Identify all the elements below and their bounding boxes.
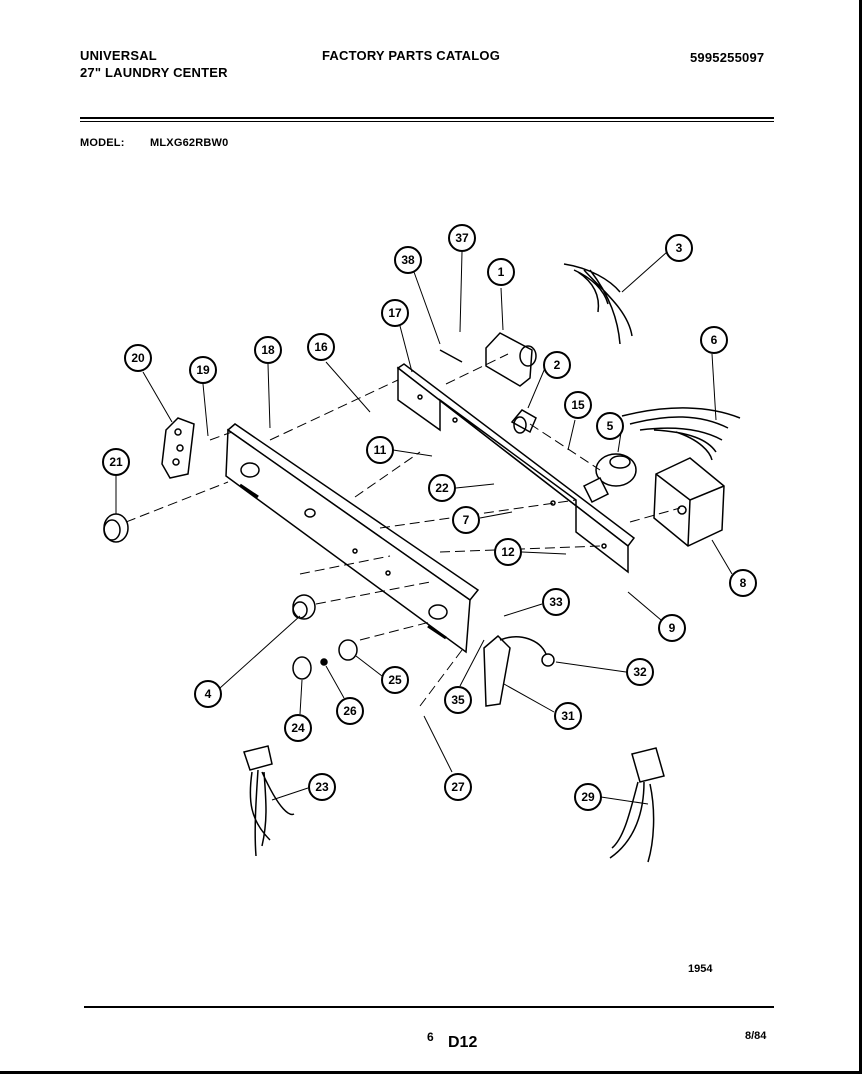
svg-text:6: 6 bbox=[711, 333, 718, 347]
catalog-title: FACTORY PARTS CATALOG bbox=[322, 48, 501, 63]
callout-23: 23 bbox=[271, 773, 336, 801]
svg-text:35: 35 bbox=[451, 693, 465, 707]
header-rule-thin bbox=[80, 121, 774, 122]
svg-text:12: 12 bbox=[501, 545, 515, 559]
callout-4: 4 bbox=[194, 615, 301, 708]
callout-25: 25 bbox=[355, 655, 409, 694]
catalog-date: 8/84 bbox=[745, 1030, 767, 1042]
svg-text:20: 20 bbox=[131, 351, 145, 365]
svg-text:29: 29 bbox=[581, 790, 595, 804]
svg-text:21: 21 bbox=[109, 455, 123, 469]
knob-part-4 bbox=[292, 594, 316, 620]
svg-text:38: 38 bbox=[401, 253, 415, 267]
callout-31: 31 bbox=[503, 683, 582, 730]
callout-11: 11 bbox=[366, 436, 433, 464]
callout-5: 5 bbox=[596, 412, 624, 453]
svg-text:19: 19 bbox=[196, 363, 210, 377]
model-label: MODEL: bbox=[80, 137, 125, 149]
knob-part bbox=[103, 513, 129, 543]
page-number: 6 bbox=[427, 1030, 434, 1044]
header-rule bbox=[80, 117, 774, 119]
svg-text:1: 1 bbox=[498, 265, 505, 279]
callout-bubbles: 1 2 3 4 5 6 7 8 9 11 12 15 16 17 18 19 2… bbox=[102, 224, 757, 811]
callout-9: 9 bbox=[627, 591, 686, 642]
motor-part bbox=[582, 453, 637, 504]
callout-21: 21 bbox=[102, 448, 130, 514]
bracket-part bbox=[161, 417, 195, 479]
callout-32: 32 bbox=[555, 658, 654, 686]
svg-text:31: 31 bbox=[561, 709, 575, 723]
catalog-part-number: 5995255097 bbox=[690, 50, 765, 65]
callout-8: 8 bbox=[711, 539, 757, 597]
washer-part-25 bbox=[338, 639, 358, 661]
svg-text:27: 27 bbox=[451, 780, 465, 794]
callout-1: 1 bbox=[487, 258, 515, 331]
callout-26: 26 bbox=[325, 665, 364, 725]
callout-35: 35 bbox=[444, 639, 485, 714]
junction-box bbox=[653, 457, 725, 547]
footer-rule bbox=[84, 1006, 774, 1008]
callout-38: 38 bbox=[394, 246, 441, 345]
svg-text:5: 5 bbox=[607, 419, 614, 433]
wire-harness-6 bbox=[621, 407, 741, 461]
svg-text:15: 15 bbox=[571, 398, 585, 412]
callout-19: 19 bbox=[189, 356, 217, 437]
control-panel bbox=[225, 423, 480, 654]
svg-text:22: 22 bbox=[435, 481, 449, 495]
callout-18: 18 bbox=[254, 336, 282, 429]
svg-text:32: 32 bbox=[633, 665, 647, 679]
svg-text:8: 8 bbox=[740, 576, 747, 590]
wire-harness-23 bbox=[243, 745, 295, 857]
svg-text:3: 3 bbox=[676, 241, 683, 255]
svg-text:24: 24 bbox=[291, 721, 305, 735]
callout-29: 29 bbox=[574, 783, 649, 811]
callout-15: 15 bbox=[564, 391, 592, 451]
svg-text:16: 16 bbox=[314, 340, 328, 354]
callout-6: 6 bbox=[700, 326, 728, 421]
spring-part-26 bbox=[320, 658, 328, 666]
model-number: MLXG62RBW0 bbox=[150, 137, 229, 149]
svg-text:37: 37 bbox=[455, 231, 469, 245]
callout-12: 12 bbox=[494, 538, 567, 566]
callout-2: 2 bbox=[527, 351, 571, 409]
callout-7: 7 bbox=[452, 506, 513, 534]
svg-text:11: 11 bbox=[374, 443, 387, 457]
callout-16: 16 bbox=[307, 333, 371, 413]
callout-20: 20 bbox=[124, 344, 173, 423]
section-code: D12 bbox=[448, 1034, 478, 1051]
callout-27: 27 bbox=[423, 715, 472, 801]
switch-part bbox=[510, 409, 537, 434]
product-subtitle: 27" LAUNDRY CENTER bbox=[80, 65, 228, 80]
callout-3: 3 bbox=[621, 234, 693, 293]
svg-text:33: 33 bbox=[549, 595, 563, 609]
callout-17: 17 bbox=[381, 299, 413, 373]
callout-24: 24 bbox=[284, 679, 312, 742]
knob-part-24 bbox=[292, 656, 312, 680]
callout-22: 22 bbox=[428, 474, 495, 502]
svg-text:17: 17 bbox=[388, 306, 402, 320]
svg-text:2: 2 bbox=[554, 358, 561, 372]
svg-text:4: 4 bbox=[205, 687, 212, 701]
callout-33: 33 bbox=[503, 588, 570, 617]
callout-37: 37 bbox=[448, 224, 476, 333]
timer-part bbox=[439, 332, 537, 387]
svg-text:26: 26 bbox=[343, 704, 357, 718]
svg-text:23: 23 bbox=[315, 780, 329, 794]
svg-text:25: 25 bbox=[388, 673, 402, 687]
svg-text:9: 9 bbox=[669, 621, 676, 635]
svg-text:18: 18 bbox=[261, 343, 275, 357]
wire-harness-3 bbox=[563, 263, 633, 345]
switch-assembly bbox=[483, 634, 555, 707]
svg-text:7: 7 bbox=[463, 513, 470, 527]
brand-title: UNIVERSAL bbox=[80, 48, 157, 63]
diagram-number: 1954 bbox=[688, 963, 713, 975]
wire-harness-29 bbox=[609, 747, 665, 863]
